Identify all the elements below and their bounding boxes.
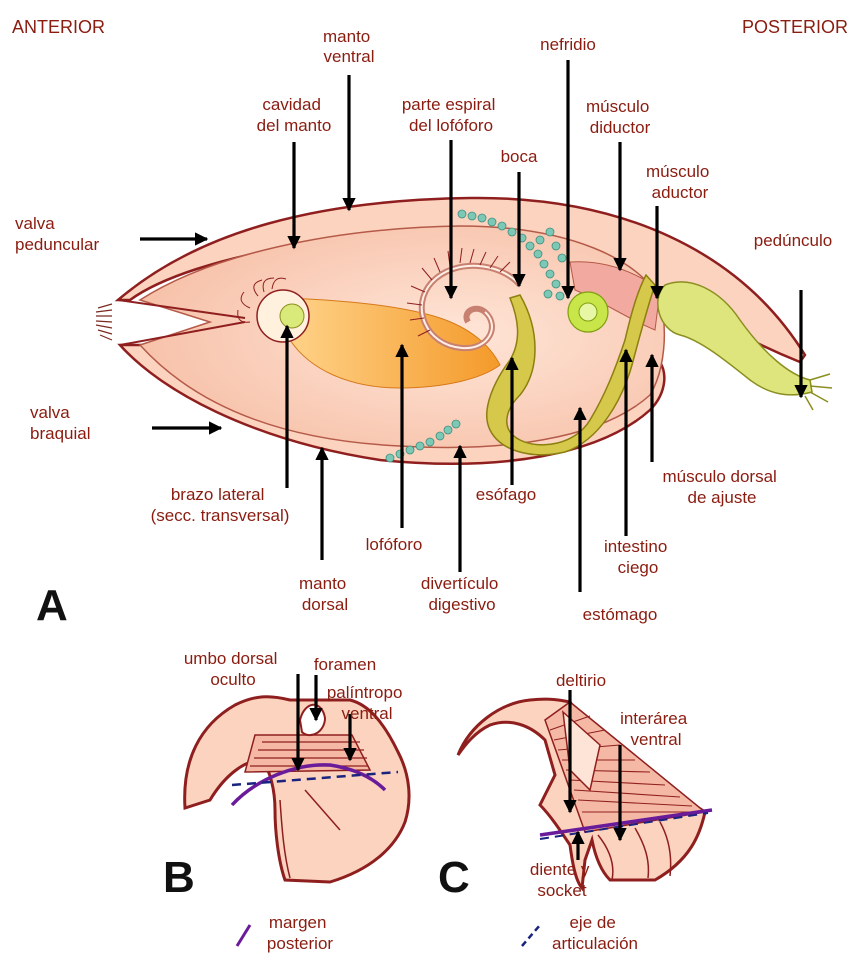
label-anterior: ANTERIOR (12, 17, 105, 37)
label-esofago: esófago (476, 485, 537, 504)
label-musculo-diductor: músculo diductor (586, 97, 654, 137)
setae (96, 304, 112, 340)
legend-label-margen-posterior: margen posterior (267, 913, 333, 953)
label-umbo-dorsal: umbo dorsal oculto (184, 649, 282, 689)
label-parte-espiral: parte espiral del lofóforo (402, 95, 500, 135)
label-brazo-lateral: brazo lateral (secc. transversal) (151, 485, 290, 525)
label-lofoforo: lofóforo (366, 535, 423, 554)
label-deltirio: deltirio (556, 671, 606, 690)
panel-letter-b: B (163, 853, 195, 902)
label-pedunculo: pedúnculo (754, 231, 832, 250)
label-cavidad-manto: cavidad del manto (257, 95, 332, 135)
label-manto-ventral: manto ventral (323, 27, 375, 66)
panel-letter-a: A (36, 581, 68, 630)
label-interarea: interárea ventral (620, 709, 692, 749)
label-foramen: foramen (314, 655, 376, 674)
label-musculo-aductor: músculo aductor (646, 162, 714, 202)
label-estomago: estómago (583, 605, 658, 624)
label-valva-peduncular: valva peduncular (15, 214, 99, 254)
label-manto-dorsal: manto dorsal (299, 574, 351, 614)
panel-b: umbo dorsal oculto foramen palíntropo ve… (163, 649, 409, 902)
legend-swatch-hinge-axis (522, 925, 540, 946)
label-musculo-dorsal-ajuste: músculo dorsal de ajuste (662, 467, 781, 507)
nephridium (568, 292, 608, 332)
label-nefridio: nefridio (540, 35, 596, 54)
label-valva-braquial: valva braquial (30, 403, 91, 443)
panel-letter-c: C (438, 853, 470, 902)
label-intestino-ciego: intestino ciego (604, 537, 672, 577)
legend: margen posterior eje de articulación (237, 913, 638, 953)
label-diente-socket: diente y socket (530, 860, 594, 900)
label-boca: boca (501, 147, 538, 166)
legend-label-eje-articulacion: eje de articulación (552, 913, 638, 953)
label-diverticulo-digestivo: divertículo digestivo (421, 574, 503, 614)
label-posterior: POSTERIOR (742, 17, 848, 37)
legend-swatch-posterior-margin (237, 925, 250, 946)
panel-c: deltirio interárea ventral diente y sock… (438, 671, 712, 902)
